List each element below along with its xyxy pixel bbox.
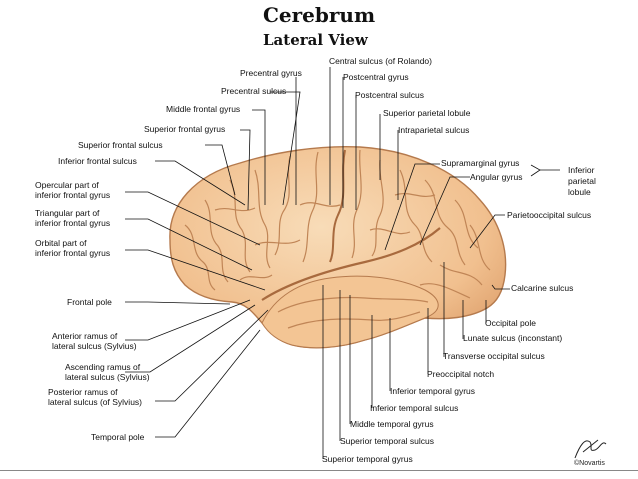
label-intraparietal-sulcus: Intraparietal sulcus bbox=[398, 125, 470, 135]
label-parietooccipital-sulcus: Parietooccipital sulcus bbox=[507, 210, 592, 220]
label-middle-temporal-gyrus: Middle temporal gyrus bbox=[350, 419, 434, 429]
label-precentral-sulcus: Precentral sulcus bbox=[221, 86, 287, 96]
label-opercular-part-2: inferior frontal gyrus bbox=[35, 190, 111, 200]
label-transverse-occipital-sulcus: Transverse occipital sulcus bbox=[443, 351, 545, 361]
leader-lines bbox=[125, 67, 560, 459]
label-orbital-part-1: Orbital part of bbox=[35, 238, 87, 248]
label-ascending-ramus-1: Ascending ramus of bbox=[65, 362, 141, 372]
label-anterior-ramus-1: Anterior ramus of bbox=[52, 331, 118, 341]
artist-signature bbox=[574, 439, 607, 459]
label-superior-temporal-sulcus: Superior temporal sulcus bbox=[340, 436, 435, 446]
label-triangular-part-1: Triangular part of bbox=[35, 208, 100, 218]
label-opercular-part-1: Opercular part of bbox=[35, 180, 99, 190]
figure-subtitle: Lateral View bbox=[263, 31, 368, 49]
label-precentral-gyrus: Precentral gyrus bbox=[240, 68, 302, 78]
label-middle-frontal-gyrus: Middle frontal gyrus bbox=[166, 104, 241, 114]
label-superior-parietal-lobule: Superior parietal lobule bbox=[383, 108, 471, 118]
label-postcentral-sulcus: Postcentral sulcus bbox=[355, 90, 424, 100]
label-inferior-temporal-gyrus: Inferior temporal gyrus bbox=[390, 386, 476, 396]
label-orbital-part-2: inferior frontal gyrus bbox=[35, 248, 111, 258]
label-calcarine-sulcus: Calcarine sulcus bbox=[511, 283, 574, 293]
lateral-sulcus bbox=[261, 227, 441, 301]
label-inferior-parietal-lobule-3: lobule bbox=[568, 187, 591, 197]
figure-title: Cerebrum bbox=[263, 3, 376, 27]
copyright-credit: ©Novartis bbox=[574, 460, 605, 467]
label-inferior-temporal-sulcus: Inferior temporal sulcus bbox=[370, 403, 459, 413]
label-inferior-parietal-lobule-1: Inferior bbox=[568, 165, 595, 175]
label-postcentral-gyrus: Postcentral gyrus bbox=[343, 72, 409, 82]
label-frontal-pole: Frontal pole bbox=[67, 297, 112, 307]
label-triangular-part-2: inferior frontal gyrus bbox=[35, 218, 111, 228]
label-ascending-ramus-2: lateral sulcus (Sylvius) bbox=[65, 372, 150, 382]
label-lunate-sulcus: Lunate sulcus (inconstant) bbox=[463, 333, 563, 343]
label-superior-frontal-sulcus: Superior frontal sulcus bbox=[78, 140, 163, 150]
label-inferior-parietal-lobule-2: parietal bbox=[568, 176, 596, 186]
label-posterior-ramus-1: Posterior ramus of bbox=[48, 387, 118, 397]
label-occipital-pole: Occipital pole bbox=[485, 318, 537, 328]
label-superior-frontal-gyrus: Superior frontal gyrus bbox=[144, 124, 226, 134]
bottom-divider bbox=[0, 470, 638, 471]
label-supramarginal-gyrus: Supramarginal gyrus bbox=[441, 158, 520, 168]
label-anterior-ramus-2: lateral sulcus (Sylvius) bbox=[52, 341, 137, 351]
label-preoccipital-notch: Preoccipital notch bbox=[427, 369, 495, 379]
label-inferior-frontal-sulcus: Inferior frontal sulcus bbox=[58, 156, 137, 166]
label-central-sulcus: Central sulcus (of Rolando) bbox=[329, 56, 432, 66]
label-angular-gyrus: Angular gyrus bbox=[470, 172, 523, 182]
label-superior-temporal-gyrus: Superior temporal gyrus bbox=[322, 454, 413, 464]
label-temporal-pole: Temporal pole bbox=[91, 432, 145, 442]
label-posterior-ramus-2: lateral sulcus (of Sylvius) bbox=[48, 397, 143, 407]
